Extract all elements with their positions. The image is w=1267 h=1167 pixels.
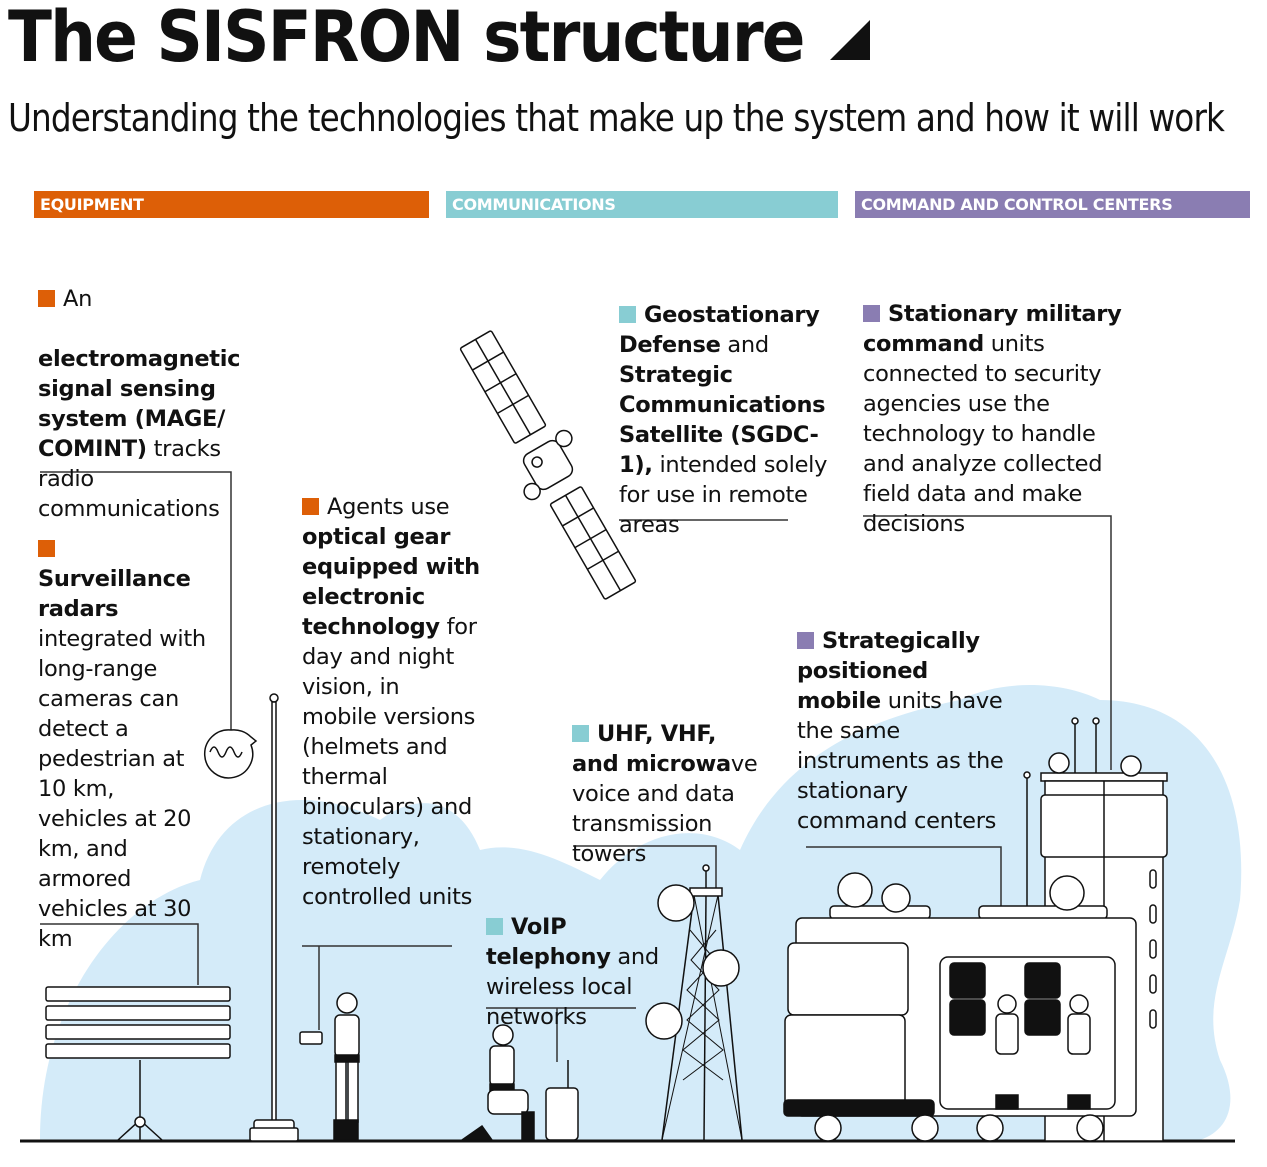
- section-header-communications: COMMUNICATIONS: [446, 191, 838, 218]
- communications-bullet-icon: [619, 306, 636, 323]
- section-header-equipment: EQUIPMENT: [34, 191, 429, 218]
- blurb-surveillance-radars: Surveillance radars integrated with long…: [38, 504, 208, 954]
- soldier-binoculars-icon: [299, 992, 360, 1141]
- mobile-command-truck-icon: [783, 771, 1137, 1142]
- page-title: The SISFRON structure: [8, 0, 805, 78]
- satellite-icon: [459, 330, 637, 600]
- leader-lines: [40, 471, 1112, 1062]
- soldier-radio-icon: [459, 1024, 579, 1141]
- blurb-mage-comint: An electromagnetic signal sensing system…: [38, 286, 241, 522]
- command-bullet-icon: [797, 632, 814, 649]
- equipment-bullet-icon: [38, 290, 55, 307]
- transmission-tower-icon: [645, 864, 743, 1141]
- signal-sensor-icon: [203, 729, 258, 779]
- camera-pole-icon: [249, 693, 299, 1142]
- command-bullet-icon: [863, 305, 880, 322]
- communications-bullet-icon: [572, 725, 589, 742]
- page-subtitle: Understanding the technologies that make…: [8, 96, 1225, 140]
- surveillance-radar-icon: [45, 986, 231, 1141]
- equipment-bullet-icon: [38, 540, 55, 557]
- blurb-mobile-units: Strategically positioned mobile units ha…: [797, 628, 1004, 834]
- equipment-bullet-icon: [302, 498, 319, 515]
- section-header-command-centers: COMMAND AND CONTROL CENTERS: [855, 191, 1250, 218]
- blurb-voip: VoIP telephony and wireless local networ…: [486, 914, 659, 1030]
- triangle-marker-icon: [830, 20, 870, 60]
- blurb-optical-gear: Agents use optical gear equipped with el…: [302, 494, 480, 910]
- blurb-transmission-towers: UHF, VHF, and microwave voice and data t…: [572, 721, 758, 867]
- blurb-stationary-command: Stationary military command units connec…: [863, 301, 1122, 537]
- blurb-sgdc-satellite: Geostationary Defense and Strategic Comm…: [619, 302, 828, 538]
- communications-bullet-icon: [486, 918, 503, 935]
